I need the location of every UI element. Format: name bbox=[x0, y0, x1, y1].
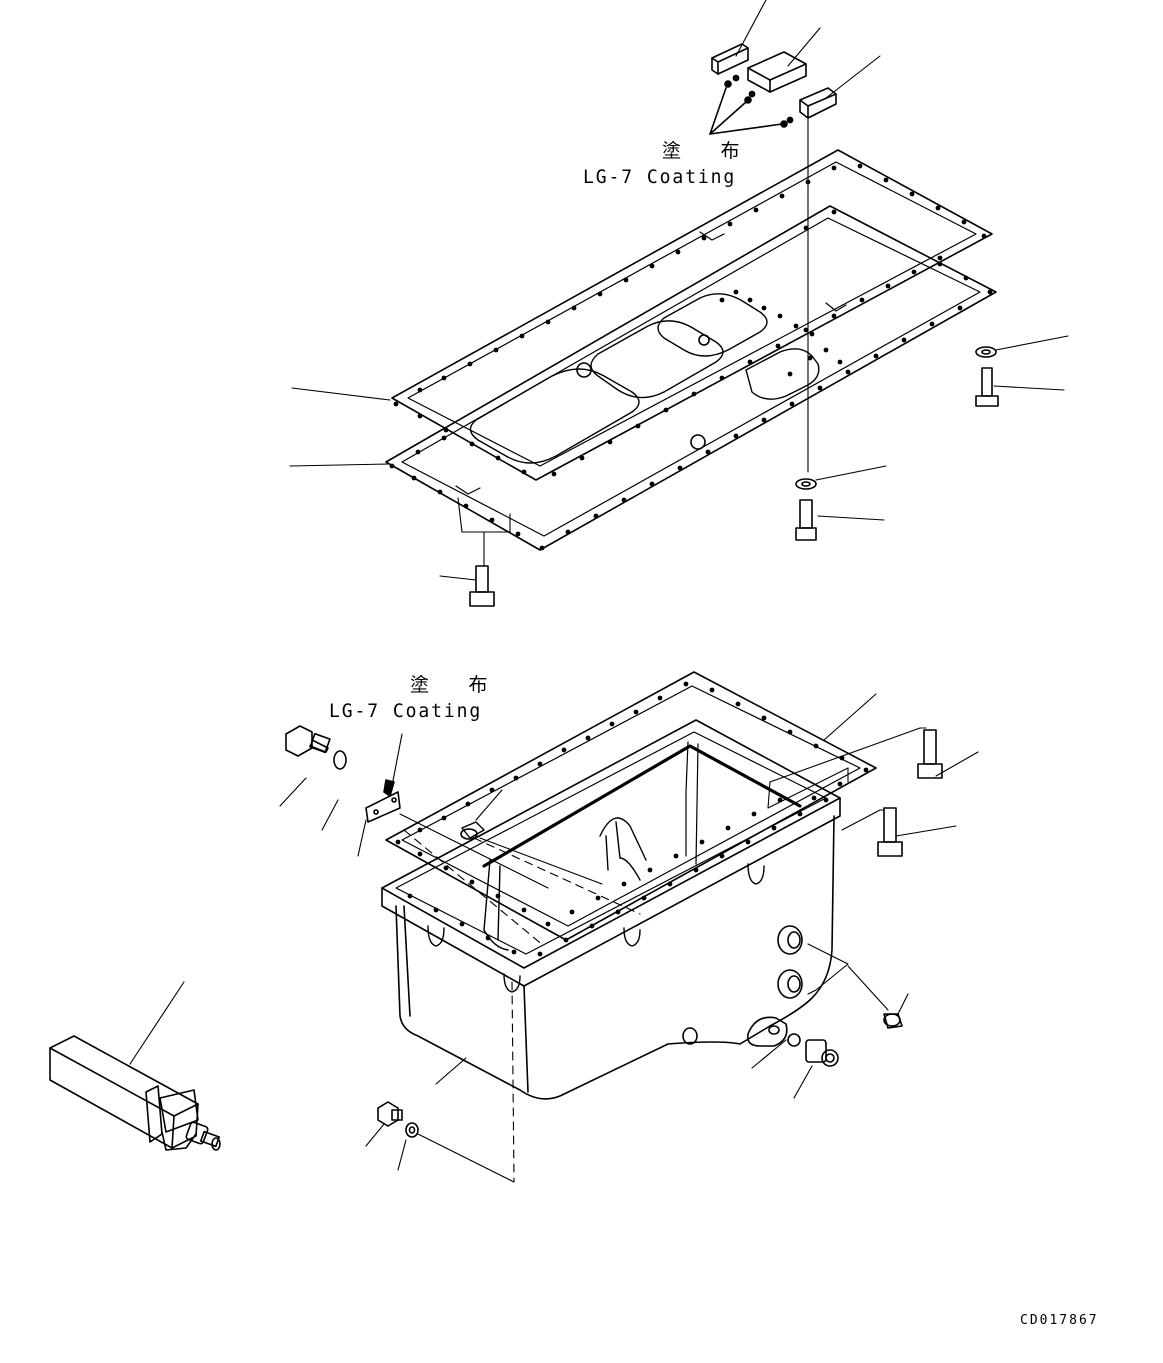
pan-left-leader-lines bbox=[280, 778, 602, 888]
upper-coating-jp-label: 塗 布 bbox=[662, 140, 754, 162]
upper-leader-lines bbox=[290, 0, 1068, 580]
pan-right-bolts bbox=[788, 730, 942, 1066]
pan-bottom-leader-lines bbox=[366, 1058, 514, 1182]
gasket-bolt-holes bbox=[389, 163, 993, 551]
drawing-code: CD017867 bbox=[1020, 1313, 1099, 1328]
coating-arrows bbox=[710, 88, 782, 134]
upper-coating-en-label: LG-7 Coating bbox=[583, 166, 737, 188]
lower-coating-en-label: LG-7 Coating bbox=[329, 700, 483, 722]
sealant-dots bbox=[725, 75, 793, 127]
pan-left-fasteners bbox=[286, 726, 484, 839]
lower-coating-jp-label: 塗 布 bbox=[410, 674, 502, 696]
pan-bottom-fasteners bbox=[378, 1102, 418, 1137]
upper-bolts bbox=[458, 347, 998, 606]
oil-pan-body bbox=[382, 720, 840, 1099]
strainer-tube bbox=[50, 982, 220, 1150]
spacer-blocks bbox=[712, 44, 836, 118]
pan-bolt-holes bbox=[395, 681, 869, 957]
pan-gasket bbox=[386, 672, 876, 940]
pan-right-leader-lines bbox=[752, 694, 978, 1098]
cover-plate bbox=[386, 206, 996, 550]
upper-gasket bbox=[392, 150, 992, 480]
pan-hidden-lines bbox=[404, 830, 640, 1180]
